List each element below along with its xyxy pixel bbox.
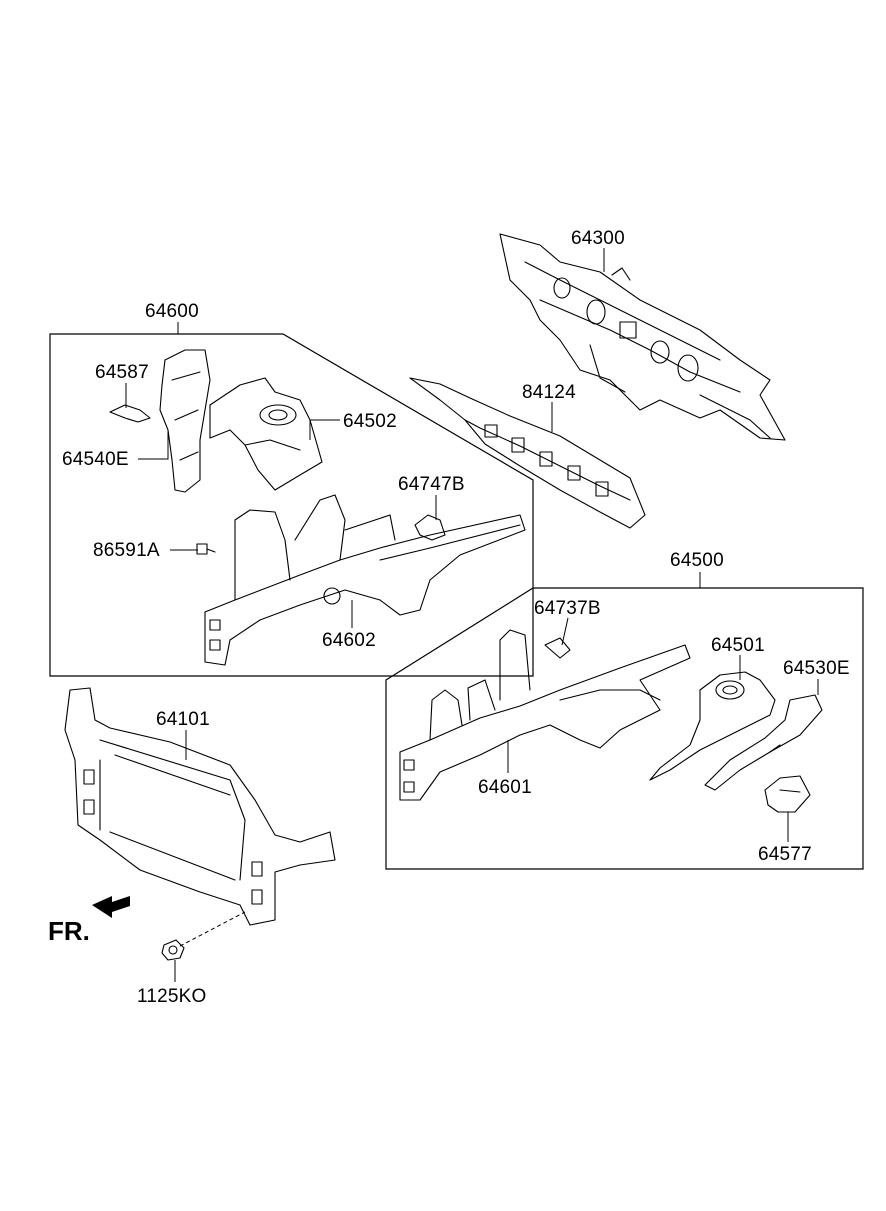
label-86591A[interactable]: 86591A — [93, 540, 160, 561]
side-member-64602[interactable] — [204, 494, 526, 666]
label-64577[interactable]: 64577 — [758, 844, 812, 865]
label-64737B[interactable]: 64737B — [534, 598, 601, 619]
label-64601[interactable]: 64601 — [478, 777, 532, 798]
label-64501[interactable]: 64501 — [711, 635, 765, 656]
label-84124[interactable]: 84124 — [522, 382, 576, 403]
label-64540E[interactable]: 64540E — [62, 449, 129, 470]
apron-64540E[interactable] — [159, 349, 211, 493]
apron-64530E[interactable] — [704, 694, 823, 791]
bracket-64577[interactable] — [764, 775, 811, 813]
label-64587[interactable]: 64587 — [95, 362, 149, 383]
dash-panel-64300[interactable] — [499, 233, 786, 441]
arrow-left-down-icon — [92, 896, 130, 918]
label-64600[interactable]: 64600 — [145, 301, 199, 322]
nut-1125KO[interactable] — [161, 939, 185, 961]
strut-tower-64502[interactable] — [209, 377, 323, 491]
group-box-64600 — [49, 333, 534, 677]
side-member-64601[interactable] — [399, 629, 691, 801]
cross-member-84124[interactable] — [409, 377, 646, 529]
group-box-64500 — [385, 587, 864, 870]
bracket-64747B[interactable] — [414, 514, 446, 541]
label-1125KO[interactable]: 1125KO — [137, 986, 207, 1007]
label-64300[interactable]: 64300 — [571, 228, 625, 249]
bolt-86591A[interactable] — [196, 543, 216, 555]
carrier-assembly-64101[interactable] — [64, 687, 336, 926]
label-64747B[interactable]: 64747B — [398, 474, 465, 495]
label-64602[interactable]: 64602 — [322, 630, 376, 651]
strut-tower-64501[interactable] — [649, 671, 776, 781]
bracket-64587[interactable] — [109, 404, 151, 423]
label-64500[interactable]: 64500 — [670, 550, 724, 571]
label-64502[interactable]: 64502 — [343, 411, 397, 432]
label-64530E[interactable]: 64530E — [783, 658, 850, 679]
label-64101[interactable]: 64101 — [156, 709, 210, 730]
front-direction-label: FR. — [48, 916, 90, 946]
